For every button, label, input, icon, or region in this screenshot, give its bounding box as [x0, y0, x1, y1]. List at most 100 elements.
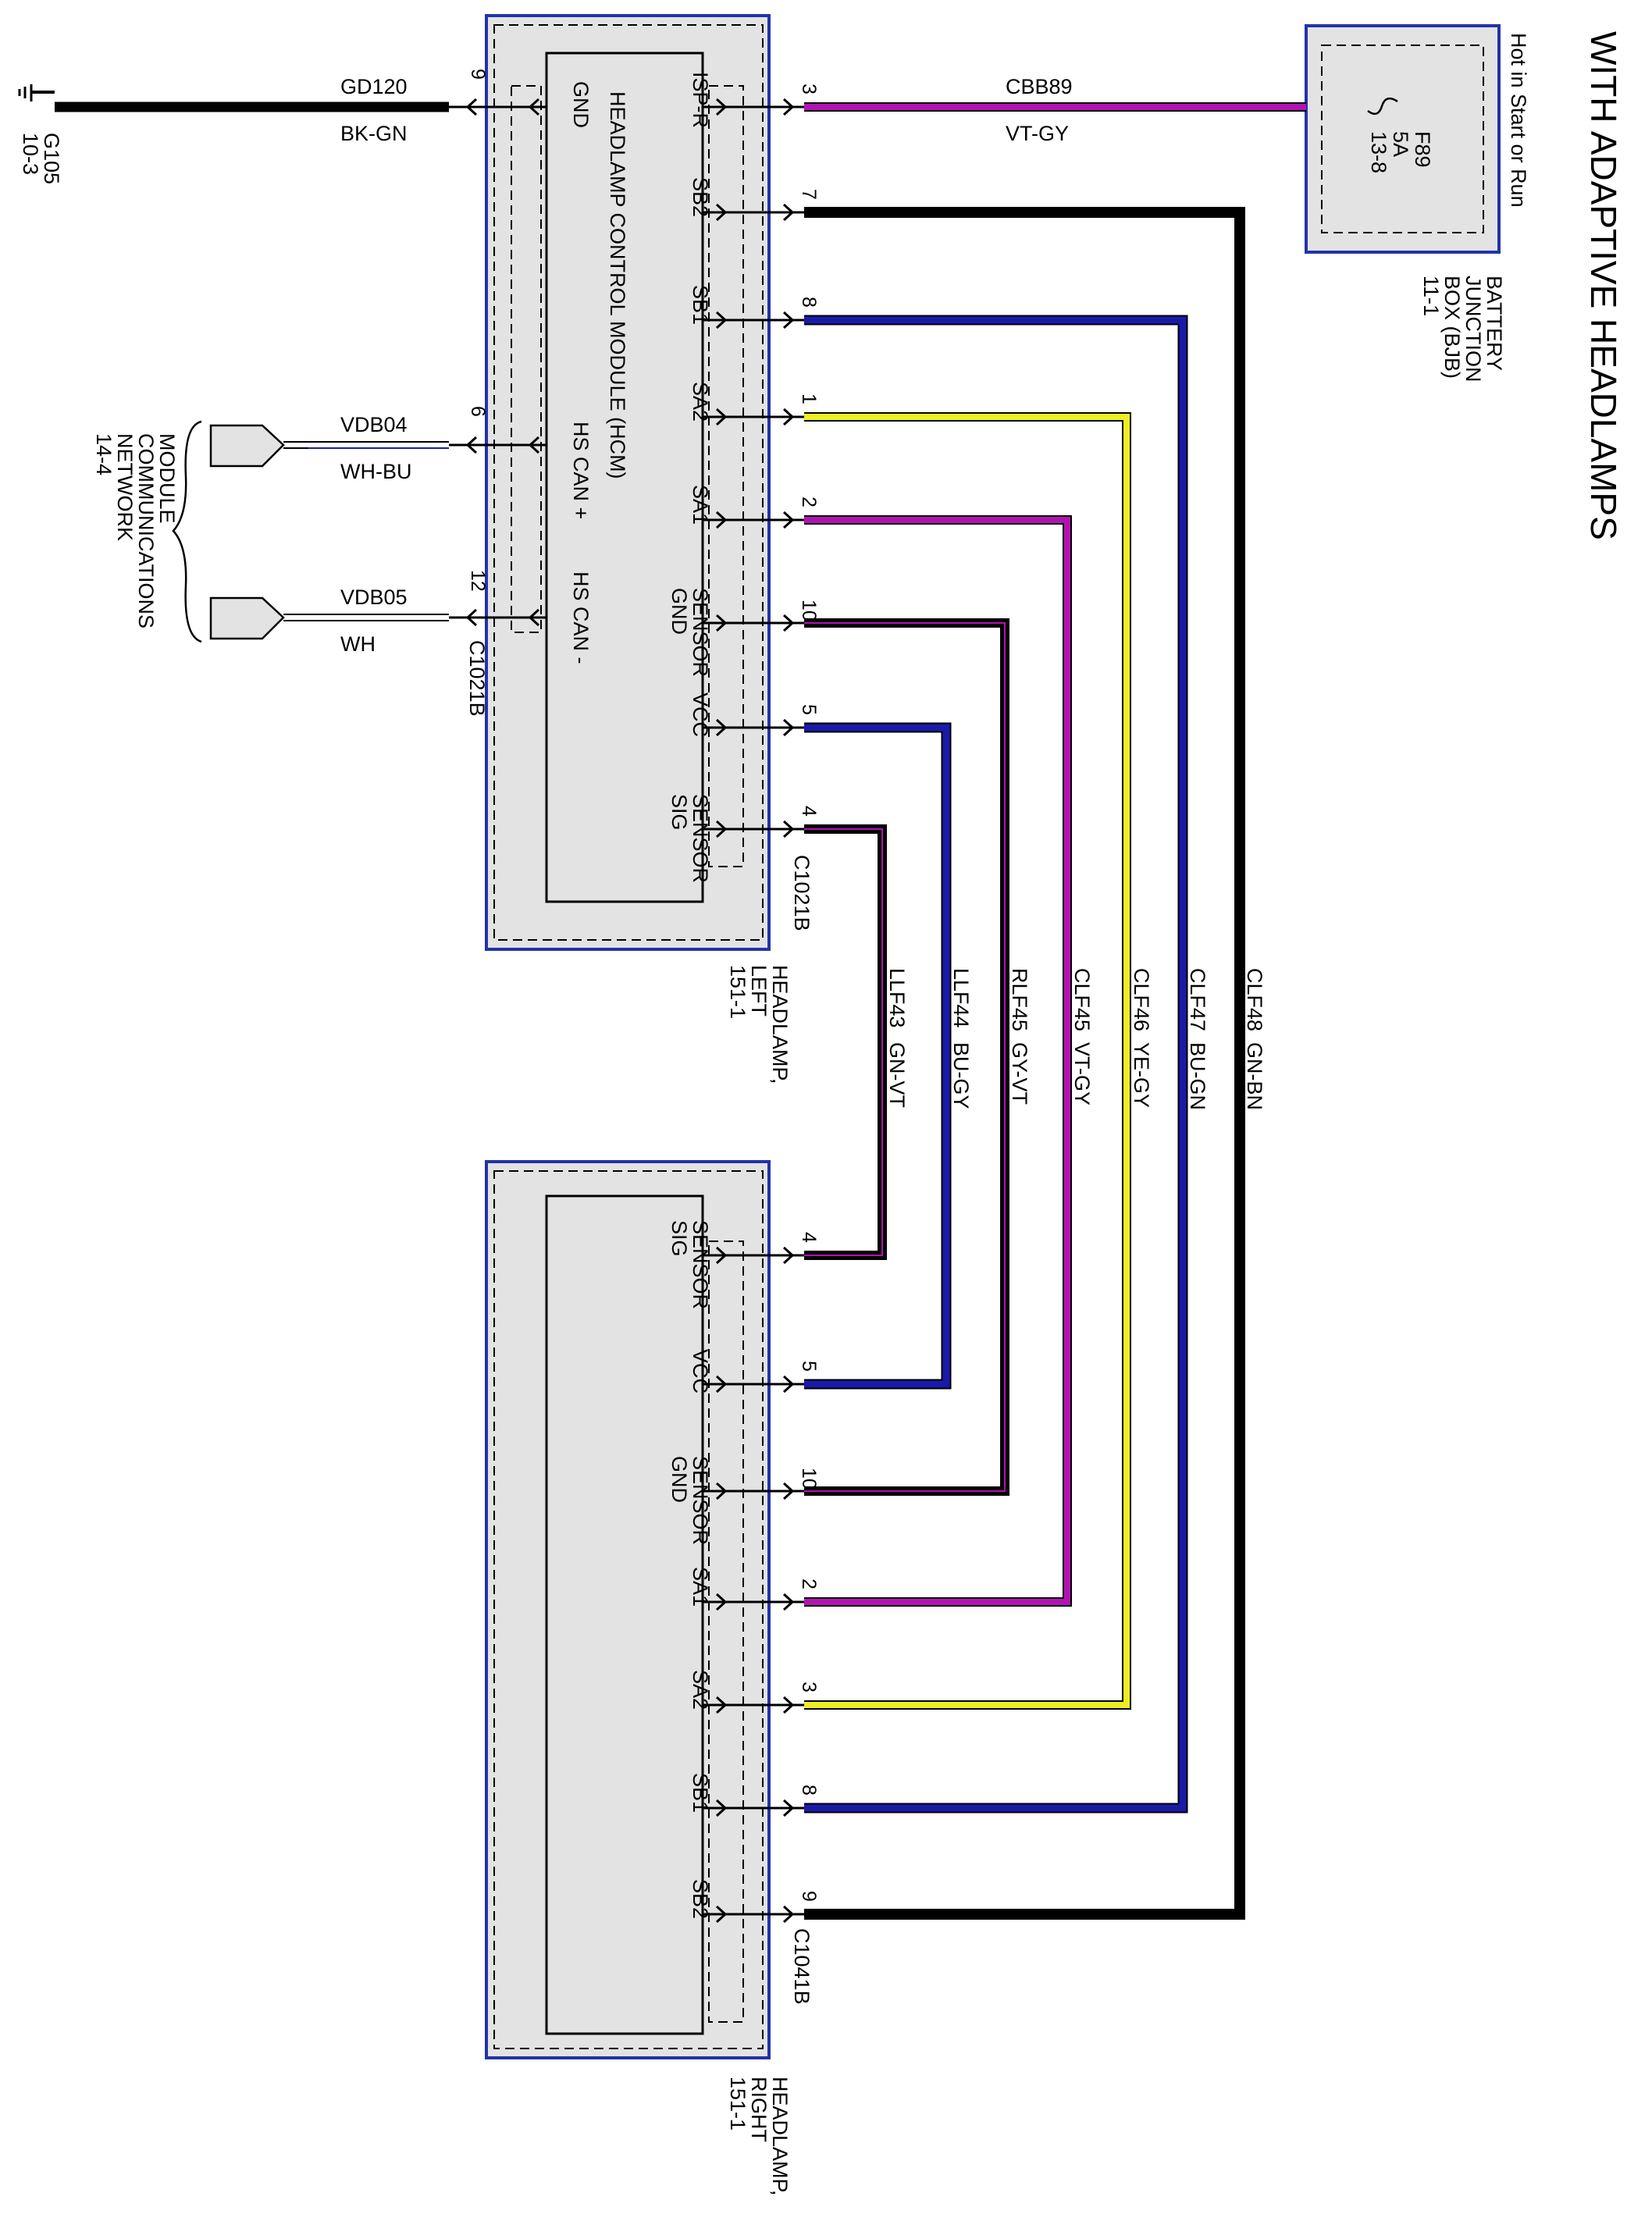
wire-circuit: LLF43 [885, 968, 909, 1028]
pin-label-2: SIG [668, 1220, 691, 1257]
diagram-title: WITH ADAPTIVE HEADLAMPS [1583, 31, 1624, 540]
pin-number: 2 [798, 497, 820, 507]
right-headlamp-line2: RIGHT [747, 2077, 771, 2142]
pin-label: HS CAN + [569, 422, 593, 519]
wire-clf48 [804, 208, 1244, 1918]
right-headlamp-pin: VCC 5 [689, 1349, 820, 1394]
pin-number: 5 [798, 704, 820, 715]
wire-circuit: CLF48 [1243, 968, 1266, 1031]
pin-label: SENSOR [689, 1456, 712, 1545]
bjb-ref: 11-1 [1419, 276, 1443, 316]
pin-number: 9 [467, 69, 489, 80]
wire-cbb89-circuit: CBB89 [1006, 75, 1073, 98]
pin-label: SA2 [689, 1670, 712, 1710]
pin-number: 5 [798, 1361, 820, 1372]
wire-circuit: CLF47 [1186, 968, 1209, 1031]
pin-label: SB2 [689, 177, 712, 217]
pin-number: 1 [798, 393, 820, 404]
connector-c1021b-signal: C1021B [790, 855, 814, 931]
wire-clf45 [804, 517, 1070, 1605]
hcm-pin: SB2 7 [689, 177, 820, 222]
wire-vdb05-color: WH [340, 632, 376, 656]
fuse-rating: 5A [1389, 131, 1412, 157]
pin-number: 10 [798, 600, 820, 621]
pin-label: SB1 [689, 285, 712, 325]
left-headlamp-ref: 151-1 [726, 965, 749, 1019]
hcm-title: HEADLAMP CONTROL MODULE (HCM) [606, 91, 629, 479]
wire-gd120-circuit: GD120 [340, 75, 408, 98]
bjb-line1: BATTERY [1483, 276, 1506, 371]
wires [55, 101, 1306, 1920]
wire-color-code: BU-GN [1186, 1042, 1209, 1110]
pin-label: VCC [689, 692, 712, 737]
battery-junction-box: Hot in Start or Run F89 5A 13-8 BATTERY … [1305, 24, 1530, 383]
right-headlamp-module [485, 1160, 771, 2059]
network-connector-1 [209, 424, 308, 468]
pin-number: 2 [798, 1579, 820, 1589]
ground-name: G105 [40, 133, 63, 184]
right-headlamp-pin: SA1 2 [689, 1567, 820, 1611]
pin-label: GND [569, 81, 593, 128]
bjb-line2: JUNCTION [1462, 276, 1485, 383]
pin-number: 9 [798, 1891, 820, 1902]
wire-clf46 [804, 414, 1130, 1708]
pin-label: HS CAN - [569, 571, 593, 664]
pin-label-2: SIG [668, 794, 691, 831]
right-headlamp-pin: SB2 9 [689, 1879, 820, 1924]
pin-label: SENSOR [689, 1220, 712, 1309]
pin-label: SA1 [689, 485, 712, 525]
wire-legend: LLF43GN-VTLLF44BU-GYRLF45GY-VTCLF45VT-GY… [885, 968, 1266, 1110]
pin-number: 4 [798, 806, 820, 817]
wire-llf44 [804, 724, 950, 1388]
network-line3: NETWORK [113, 433, 137, 541]
wire-vdb05-circuit: VDB05 [340, 586, 408, 609]
network-connector-2 [209, 596, 308, 640]
wire-color-code: GN-VT [885, 1042, 909, 1108]
network-line2: COMMUNICATIONS [134, 433, 158, 628]
pin-label: SA1 [689, 1567, 712, 1607]
pin-label: SENSOR [689, 794, 712, 883]
left-headlamp-line1: HEADLAMP, [768, 965, 792, 1084]
wire-rlf45-stripe [804, 622, 1006, 1492]
wire-color-code: GY-VT [1008, 1042, 1031, 1105]
pin-label: SENSOR [689, 588, 712, 677]
left-headlamp-line2: LEFT [747, 965, 771, 1016]
pin-number: 10 [798, 1468, 820, 1490]
network-brace [172, 420, 202, 643]
fuse-ref: 13-8 [1367, 131, 1390, 173]
pin-number: 4 [798, 1232, 820, 1243]
wire-llf43-stripe [804, 828, 883, 1256]
network-line1: MODULE [155, 433, 179, 524]
pin-label-2: GND [668, 588, 691, 635]
left-headlamp-module [485, 14, 771, 951]
wire-circuit: RLF45 [1008, 968, 1031, 1031]
wire-color-code: BU-GY [949, 1042, 973, 1109]
wire-llf43-outline [804, 824, 887, 1260]
network-ref: 14-4 [92, 433, 116, 475]
wire-color-code: YE-GY [1130, 1042, 1153, 1108]
pin-number: 7 [798, 189, 820, 200]
fuse-icon [1367, 97, 1398, 116]
pin-number: 12 [467, 570, 489, 592]
wire-llf43 [804, 826, 885, 1258]
pin-label: VCC [689, 1349, 712, 1394]
pin-number: 8 [798, 297, 820, 308]
pin-label: SB2 [689, 1879, 712, 1919]
pin-number: 6 [467, 406, 489, 417]
bjb-line3: BOX (BJB) [1440, 276, 1464, 379]
ground-symbol [18, 84, 55, 101]
right-headlamp-ref: 151-1 [726, 2077, 749, 2130]
